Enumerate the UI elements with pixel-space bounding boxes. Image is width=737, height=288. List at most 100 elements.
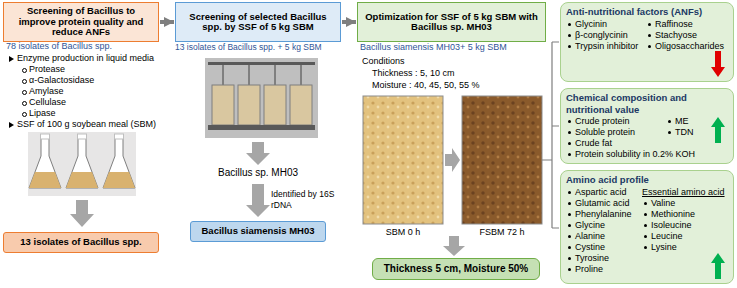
list-item: Oligosaccharides bbox=[646, 41, 724, 52]
list-subheading: Essential amino acid bbox=[642, 187, 725, 198]
flask-plug bbox=[41, 134, 50, 139]
fermentation-bag bbox=[264, 85, 286, 125]
box-text: Bacillus siamensis MH03 bbox=[195, 226, 321, 237]
list-item: Protein solubility in 0.2% KOH bbox=[566, 149, 728, 160]
flask-content bbox=[29, 172, 61, 188]
fermentation-bag bbox=[290, 85, 312, 125]
flow-arrow bbox=[342, 20, 356, 24]
outcome-box: Chemical composition and nutritional val… bbox=[560, 88, 734, 164]
sample-note: 13 isolates of Bacillus spp. + 5 kg SBM bbox=[175, 42, 322, 53]
sbm-photo bbox=[363, 96, 443, 224]
enzyme-name: Protease bbox=[20, 64, 65, 75]
box-heading: Anti-nutritional factors (ANFs) bbox=[566, 6, 728, 18]
item-column: Aspartic acidGlutamic acidPhenylalanineG… bbox=[566, 187, 728, 275]
tube bbox=[301, 65, 302, 85]
photo-caption: SBM 0 h bbox=[386, 227, 421, 238]
down-arrow bbox=[246, 184, 270, 217]
result-box: Bacillus siamensis MH03 bbox=[190, 221, 326, 242]
enzyme-name: Lipase bbox=[20, 108, 56, 119]
flow-arrow bbox=[160, 20, 174, 24]
fsbm-photo bbox=[462, 96, 542, 224]
box-text: Screening of Bacillus to improve protein… bbox=[8, 6, 154, 37]
item-column: Essential amino acidValineMethionineIsol… bbox=[642, 187, 725, 253]
outcome-box: Anti-nutritional factors (ANFs)Glycininβ… bbox=[560, 2, 734, 82]
list-item: ME bbox=[666, 116, 694, 127]
item-list: Aspartic acidGlutamic acidPhenylalanineG… bbox=[566, 187, 728, 275]
result-box: 13 isolates of Bacillus spp. bbox=[3, 232, 159, 253]
enzyme-name: α-Galactosidase bbox=[20, 75, 94, 86]
decrease-arrow bbox=[711, 51, 725, 77]
list-item: Lysine bbox=[642, 242, 725, 253]
arrow-shape bbox=[711, 51, 725, 77]
method-note: Identified by 16S rDNA bbox=[271, 189, 341, 211]
tube bbox=[275, 65, 276, 85]
box-text: Thickness 5 cm, Moisture 50% bbox=[377, 263, 535, 275]
flask-content bbox=[66, 172, 98, 188]
stage-header: Screening of selected Bacillus spp. by S… bbox=[175, 2, 341, 42]
list-item: Valine bbox=[642, 198, 725, 209]
list-item: Crude protein bbox=[566, 116, 728, 127]
flask-content bbox=[103, 172, 135, 188]
list-item: Soluble protein bbox=[566, 127, 728, 138]
photo-caption: FSBM 72 h bbox=[479, 227, 524, 238]
rack-bar bbox=[208, 125, 315, 130]
isolate-count: 78 isolates of Bacillus spp. bbox=[6, 41, 112, 52]
down-arrow bbox=[443, 236, 465, 256]
list-item: Leucine bbox=[642, 231, 725, 242]
item-list: Glycininβ-conglycininTrypsin inhibitorRa… bbox=[566, 19, 728, 52]
stage-header: Optimization for SSF of 5 kg SBM with Ba… bbox=[357, 2, 546, 42]
item-column: RaffinoseStachyoseOligosaccharides bbox=[646, 19, 724, 52]
item-list: Crude proteinSoluble proteinCrude fatPro… bbox=[566, 116, 728, 160]
list-item: Proline bbox=[566, 264, 728, 275]
rack-bar bbox=[208, 62, 315, 65]
increase-arrow bbox=[711, 117, 725, 143]
flask-plug bbox=[78, 134, 87, 139]
down-arrow bbox=[246, 142, 270, 165]
sample-note: Bacillus siamensis MH03+ 5 kg SBM bbox=[360, 42, 507, 53]
list-item: TDN bbox=[666, 127, 694, 138]
flask bbox=[103, 138, 135, 188]
box-text: Screening of selected Bacillus spp. by S… bbox=[180, 12, 336, 33]
list-item: Raffinose bbox=[646, 19, 724, 30]
flask-plug bbox=[115, 134, 124, 139]
box-heading: Amino acid profile bbox=[566, 174, 728, 186]
down-arrow bbox=[70, 200, 94, 227]
right-arrow bbox=[445, 148, 460, 172]
result-bracket bbox=[542, 42, 559, 228]
box-heading: Chemical composition and nutritional val… bbox=[566, 92, 728, 115]
condition-title: Conditions bbox=[362, 56, 405, 67]
flask bbox=[66, 138, 98, 188]
method-note: Enzyme production in liquid media bbox=[8, 53, 154, 64]
item-column: METDN bbox=[666, 116, 694, 138]
list-item: Methionine bbox=[642, 209, 725, 220]
list-item: Isoleucine bbox=[642, 220, 725, 231]
item-column: Crude proteinSoluble proteinCrude fatPro… bbox=[566, 116, 728, 160]
increase-arrow bbox=[711, 253, 725, 279]
flask bbox=[29, 138, 61, 188]
condition-value: Thickness : 5, 10 cm bbox=[372, 68, 455, 79]
list-item: Glycinin bbox=[566, 19, 728, 30]
strain-name: Bacillus sp. MH03 bbox=[218, 167, 298, 178]
flask-photo bbox=[28, 132, 136, 196]
method-note: SSF of 100 g soybean meal (SBM) bbox=[8, 119, 156, 130]
photo-ground bbox=[205, 58, 318, 138]
list-item: Stachyose bbox=[646, 30, 724, 41]
stage-header: Screening of Bacillus to improve protein… bbox=[3, 2, 159, 42]
result-box: Thickness 5 cm, Moisture 50% bbox=[372, 258, 540, 280]
photo-ground bbox=[28, 132, 136, 196]
enzyme-name: Amylase bbox=[20, 86, 64, 97]
list-item: β-conglycinin bbox=[566, 30, 728, 41]
fermentation-bag bbox=[238, 85, 260, 125]
box-text: Optimization for SSF of 5 kg SBM with Ba… bbox=[362, 12, 541, 33]
arrow-shape bbox=[711, 253, 725, 279]
tube bbox=[223, 65, 224, 85]
arrow-shape bbox=[711, 117, 725, 143]
box-text: 13 isolates of Bacillus spp. bbox=[8, 237, 154, 248]
list-item: Crude fat bbox=[566, 138, 728, 149]
list-item: Tyrosine bbox=[566, 253, 728, 264]
outcome-box: Amino acid profileAspartic acidGlutamic … bbox=[560, 170, 734, 284]
tube bbox=[249, 65, 250, 85]
fermenter-photo bbox=[205, 58, 318, 138]
condition-value: Moisture : 40, 45, 50, 55 % bbox=[372, 80, 480, 91]
enzyme-name: Cellulase bbox=[20, 97, 66, 108]
